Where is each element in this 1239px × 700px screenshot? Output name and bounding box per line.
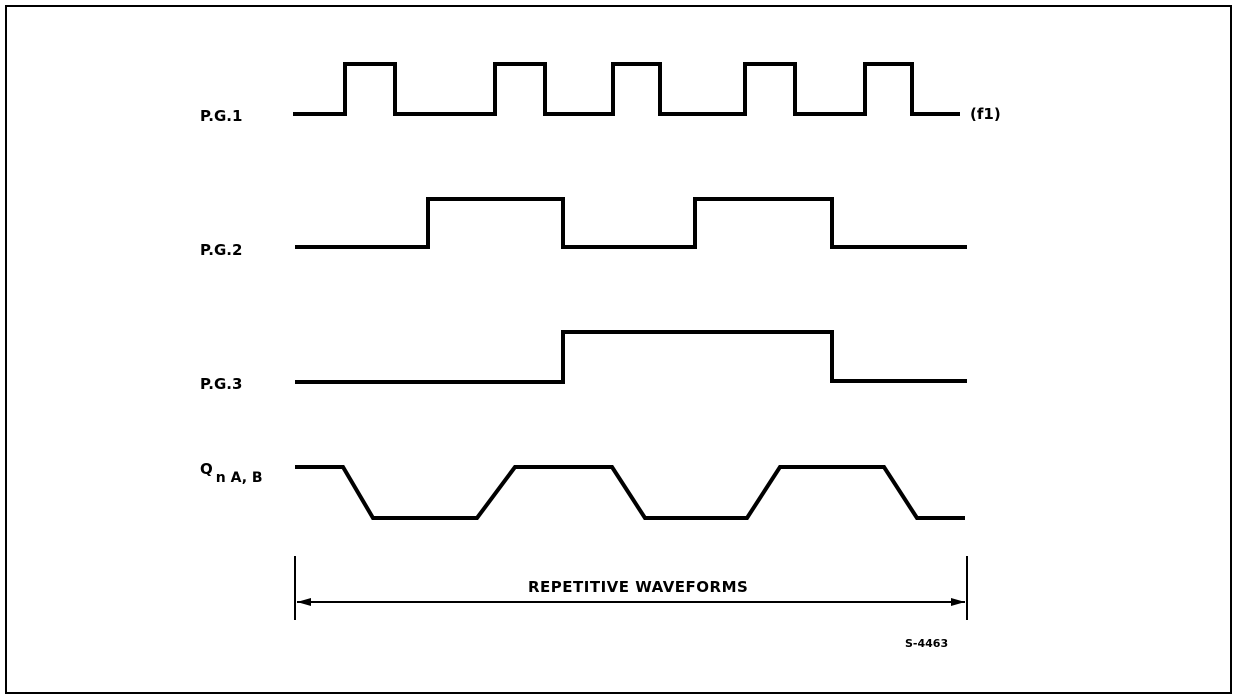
label-pg1: P.G.1	[200, 107, 242, 125]
span-right-arrow	[951, 598, 965, 606]
label-pg2: P.G.2	[200, 241, 242, 259]
waveform-pg3	[295, 330, 967, 384]
label-f1: (f1)	[970, 105, 1001, 123]
diagram-frame	[5, 5, 1232, 694]
figure-id: S-4463	[905, 637, 948, 650]
label-q-main: Q	[200, 460, 213, 478]
label-pg3: P.G.3	[200, 375, 242, 393]
waveform-q	[295, 465, 965, 520]
waveform-pg2	[295, 197, 967, 249]
waveform-pg1	[293, 62, 960, 116]
span-left-arrow	[297, 598, 311, 606]
span-label: REPETITIVE WAVEFORMS	[528, 578, 748, 596]
label-q-subscript: n A, B	[216, 470, 263, 486]
